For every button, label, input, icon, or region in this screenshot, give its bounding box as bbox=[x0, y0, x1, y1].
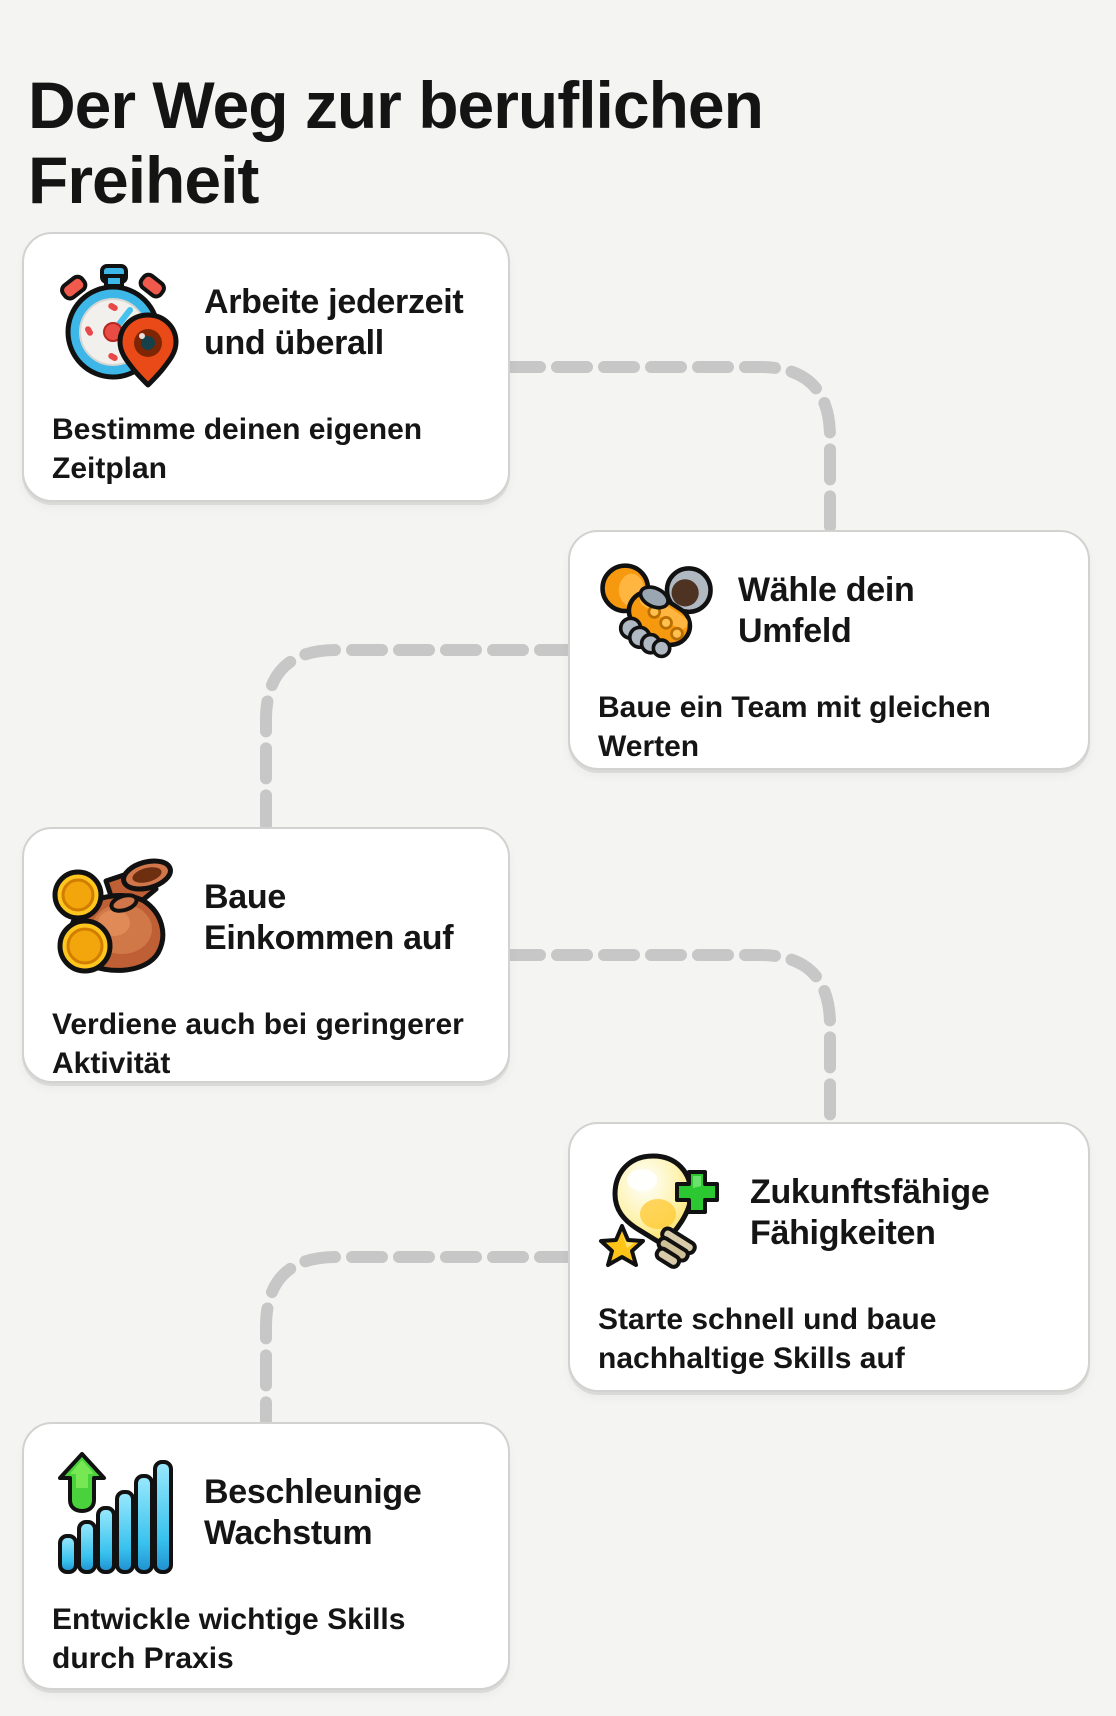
card-head: Arbeite jederzeit und überall bbox=[52, 258, 480, 388]
card-head: Zukunftsfähige Fähigkeiten bbox=[598, 1148, 1060, 1278]
card-head: Wähle dein Umfeld bbox=[598, 552, 1060, 670]
card-description: Bestimme deinen eigenen Zeitplan bbox=[52, 413, 423, 485]
card-title: Baue Einkommen auf bbox=[204, 877, 454, 957]
card-title: Beschleunige Wachstum bbox=[204, 1472, 422, 1552]
card-title: Arbeite jederzeit und überall bbox=[204, 282, 464, 362]
stopwatch-location-icon bbox=[60, 264, 179, 388]
connector-path-2 bbox=[260, 644, 576, 831]
card-head: Beschleunige Wachstum bbox=[52, 1448, 480, 1578]
step-card-accelerate-growth: Beschleunige Wachstum Entwickle wichtige… bbox=[22, 1422, 510, 1690]
growth-bars-icon bbox=[58, 1452, 173, 1574]
card-description: Entwickle wichtige Skills durch Praxis bbox=[52, 1603, 406, 1675]
page-title: Der Weg zur beruflichen Freiheit bbox=[28, 68, 764, 218]
step-card-choose-environment: Wähle dein Umfeld Baue ein Team mit glei… bbox=[568, 530, 1090, 770]
card-description: Baue ein Team mit gleichen Werten bbox=[598, 691, 991, 763]
connector-path-1 bbox=[504, 361, 836, 534]
card-head: Baue Einkommen auf bbox=[52, 853, 480, 983]
card-title: Wähle dein Umfeld bbox=[738, 570, 915, 650]
lightbulb-plus-star-icon bbox=[599, 1153, 719, 1269]
card-title: Zukunftsfähige Fähigkeiten bbox=[750, 1172, 990, 1252]
step-card-future-skills: Zukunftsfähige Fähigkeiten Starte schnel… bbox=[568, 1122, 1090, 1392]
handshake-icon bbox=[600, 563, 713, 659]
connector-path-4 bbox=[260, 1251, 576, 1426]
card-description: Starte schnell und baue nachhaltige Skil… bbox=[598, 1303, 937, 1375]
money-pot-icon bbox=[52, 858, 173, 974]
step-card-work-anywhere: Arbeite jederzeit und überall Bestimme d… bbox=[22, 232, 510, 502]
card-description: Verdiene auch bei geringerer Aktivität bbox=[52, 1008, 464, 1080]
connector-path-3 bbox=[504, 949, 836, 1126]
step-card-build-income: Baue Einkommen auf Verdiene auch bei ger… bbox=[22, 827, 510, 1083]
